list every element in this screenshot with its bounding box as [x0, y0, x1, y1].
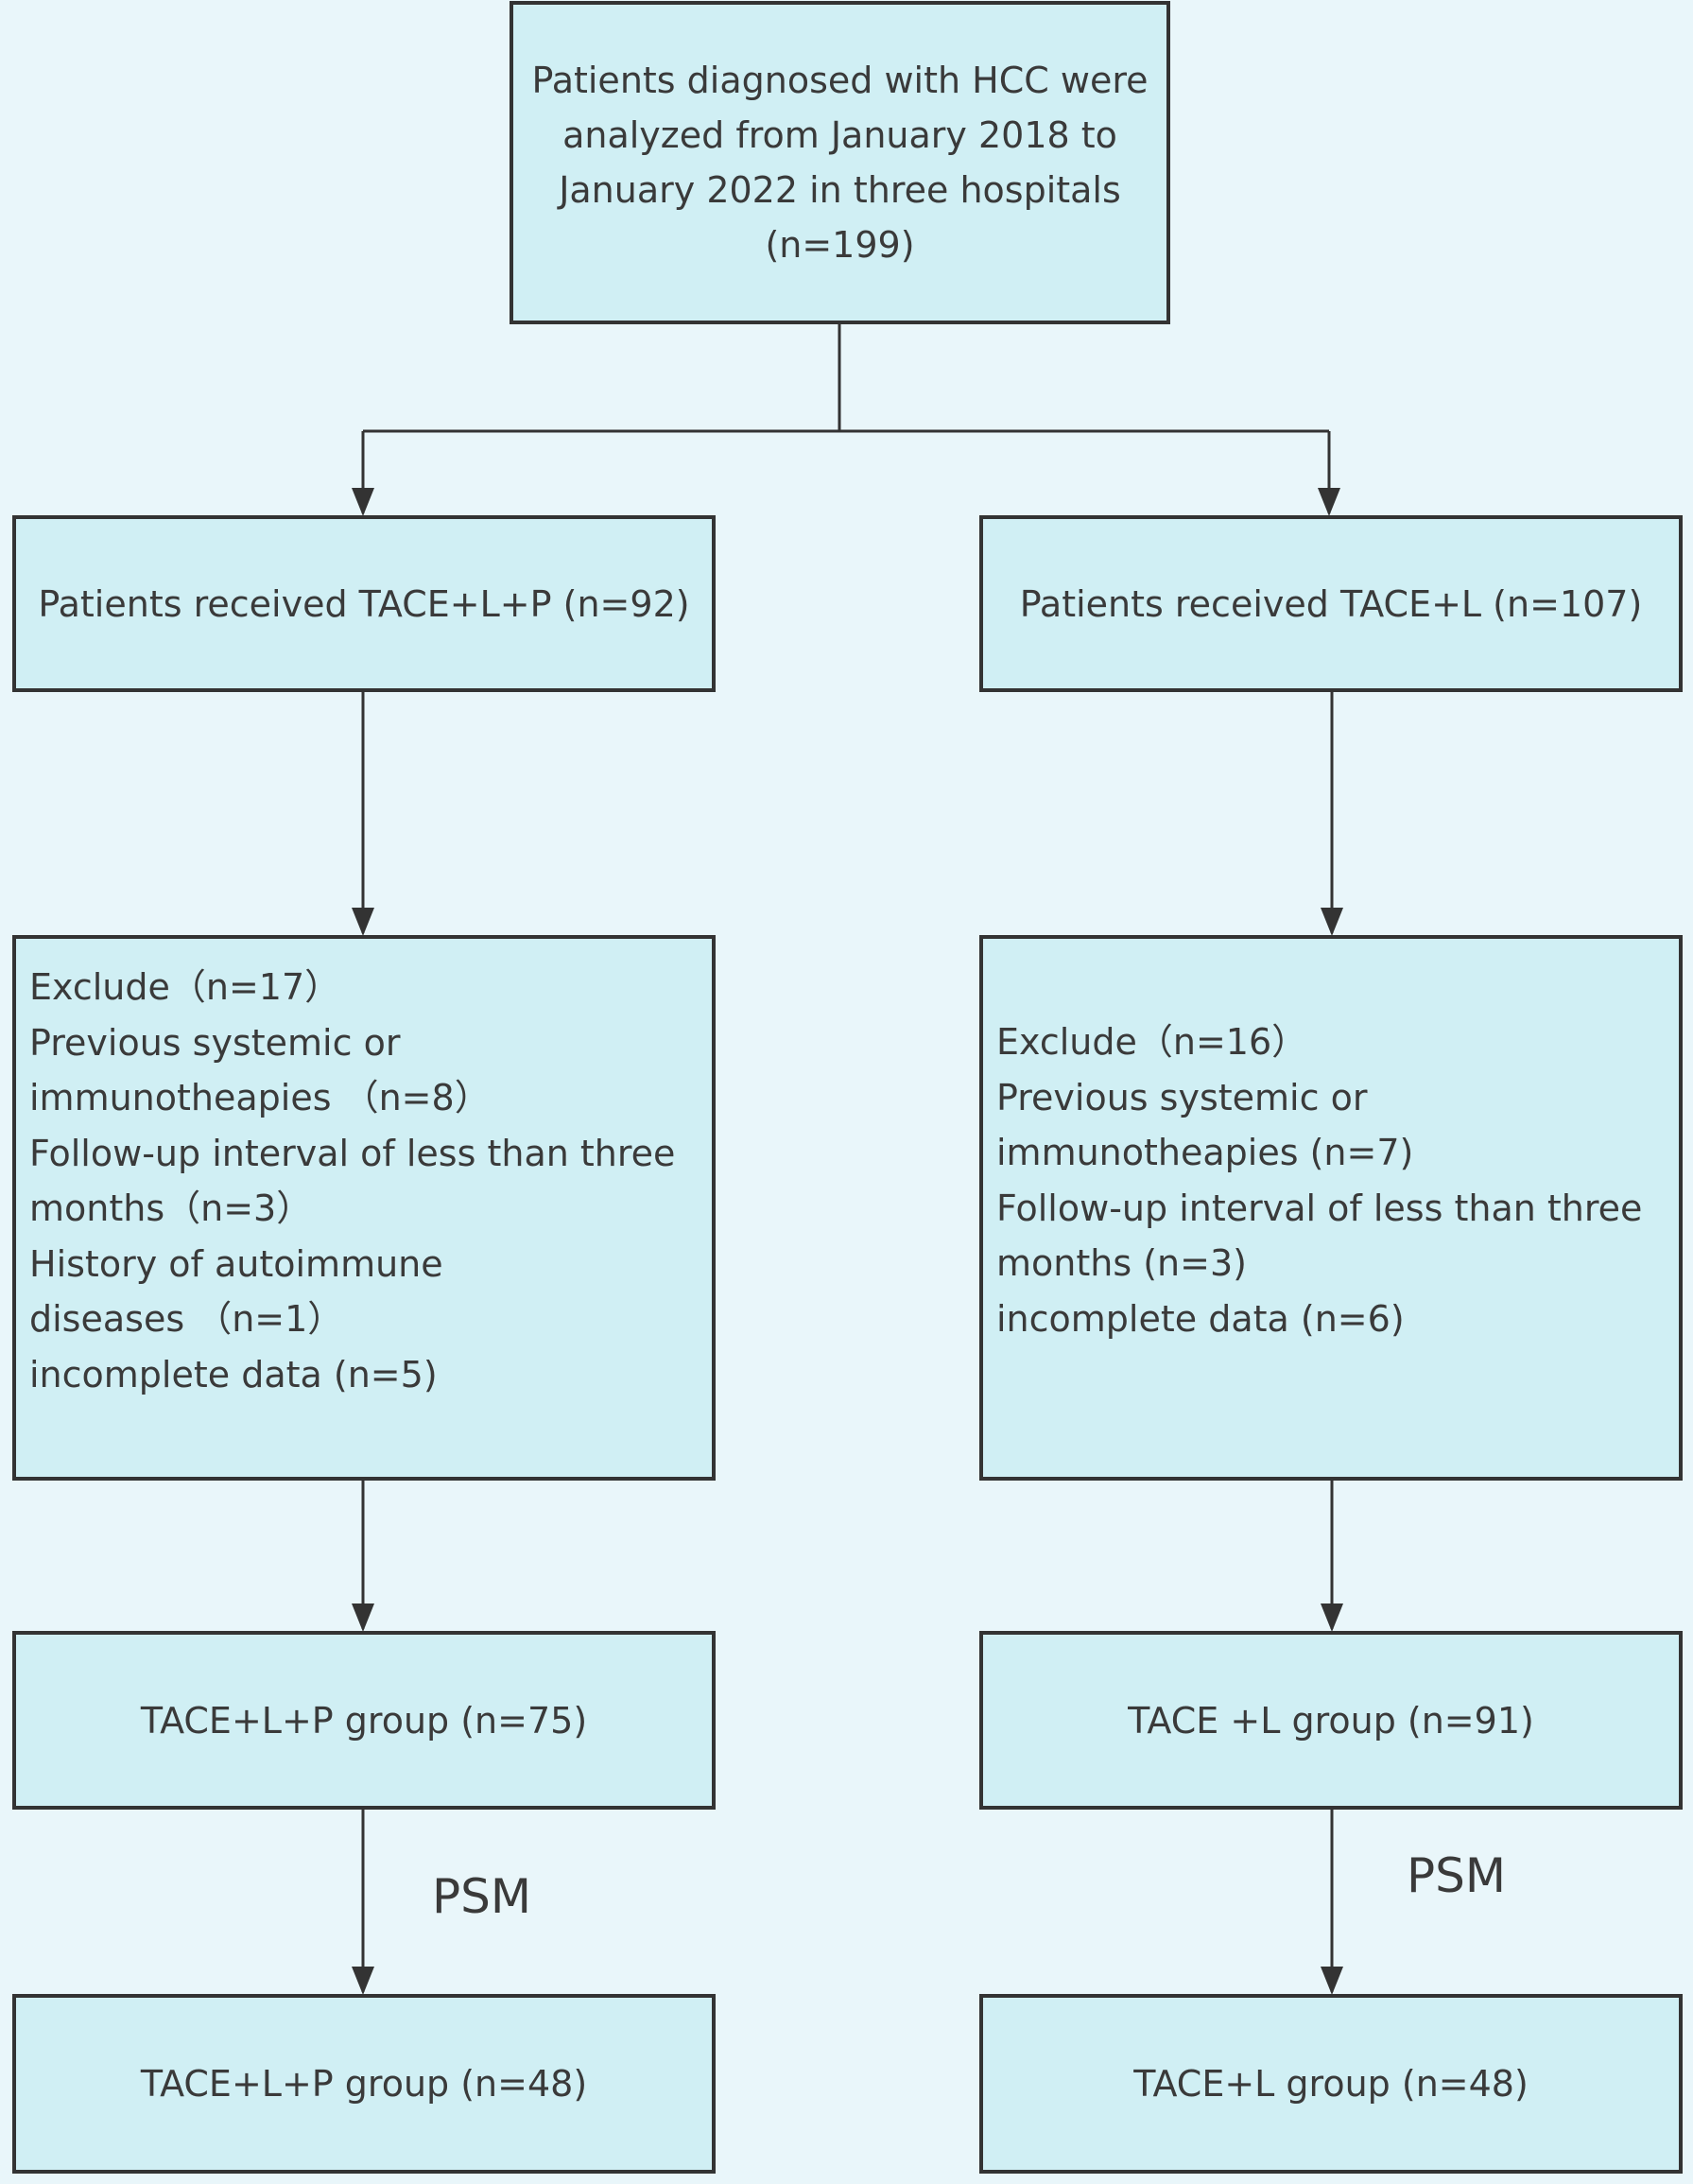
right-received-box: Patients received TACE+L (n=107) — [979, 515, 1683, 692]
left-received-label: Patients received TACE+L+P (n=92) — [38, 582, 690, 625]
left-exclude-box: Exclude（n=17） Previous systemic or immun… — [12, 935, 716, 1481]
left-group-box: TACE+L+P group (n=75) — [12, 1631, 716, 1810]
left-final-box: TACE+L+P group (n=48) — [12, 1994, 716, 2174]
exclude-line: incomplete data (n=5) — [29, 1353, 438, 1395]
right-final-box: TACE+L group (n=48) — [979, 1994, 1683, 2174]
left-group-label: TACE+L+P group (n=75) — [140, 1699, 588, 1742]
right-received-label: Patients received TACE+L (n=107) — [1019, 582, 1643, 625]
left-final-label: TACE+L+P group (n=48) — [140, 2063, 588, 2105]
start-line: Patients diagnosed with HCC were — [531, 60, 1149, 101]
exclude-line: Follow-up interval of less than three — [996, 1187, 1643, 1229]
right-exclude-box: Exclude（n=16） Previous systemic or immun… — [979, 935, 1683, 1481]
right-psm-label: PSM — [1407, 1848, 1507, 1903]
exclude-line: incomplete data (n=6) — [996, 1297, 1405, 1340]
exclude-line: months (n=3) — [996, 1242, 1247, 1284]
start-line: analyzed from January 2018 to — [562, 114, 1117, 156]
right-group-box: TACE +L group (n=91) — [979, 1631, 1683, 1810]
exclude-line: Previous systemic or — [996, 1076, 1368, 1118]
right-final-label: TACE+L group (n=48) — [1133, 2063, 1529, 2105]
exclude-line: Exclude（n=16） — [996, 1021, 1308, 1063]
start-box: Patients diagnosed with HCC were analyze… — [510, 1, 1170, 324]
right-group-label: TACE +L group (n=91) — [1128, 1699, 1534, 1742]
start-line: (n=199) — [765, 224, 915, 266]
left-received-box: Patients received TACE+L+P (n=92) — [12, 515, 716, 692]
exclude-line: Follow-up interval of less than three — [29, 1132, 676, 1174]
exclude-line: Previous systemic or — [29, 1021, 401, 1064]
exclude-line: months（n=3） — [29, 1187, 313, 1229]
left-psm-label: PSM — [432, 1869, 532, 1924]
exclude-line: immunotheapies （n=8） — [29, 1077, 491, 1118]
exclude-line: Exclude（n=17） — [29, 966, 341, 1008]
split-connector — [363, 324, 1329, 433]
exclude-line: History of autoimmune — [29, 1242, 443, 1285]
exclude-line: diseases （n=1） — [29, 1298, 344, 1340]
exclude-line: immunotheapies (n=7) — [996, 1132, 1414, 1173]
start-line: January 2022 in three hospitals — [559, 169, 1121, 211]
